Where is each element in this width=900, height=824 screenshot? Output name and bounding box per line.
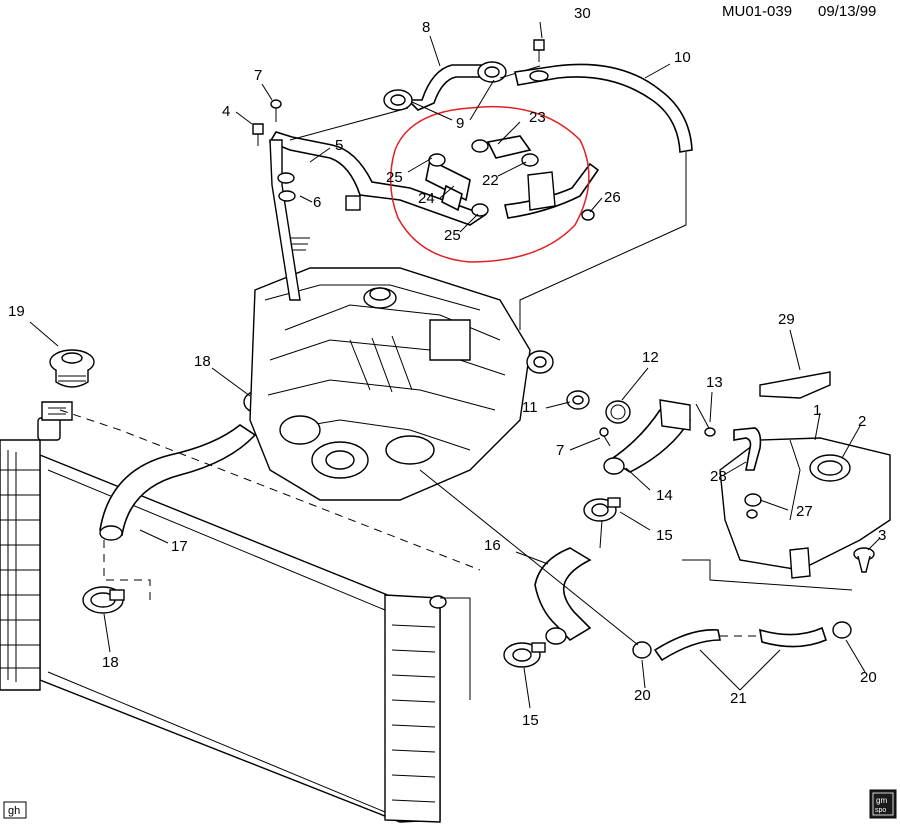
callout-16: 16: [484, 537, 501, 554]
callout-7-lower: 7: [556, 442, 564, 459]
callout-18-upper: 18: [194, 353, 211, 370]
callout-29: 29: [778, 311, 795, 328]
callout-13: 13: [706, 374, 723, 391]
thermostat: [566, 390, 590, 410]
callout-7-upper: 7: [254, 67, 262, 84]
logo-gm-text: gm: [876, 796, 887, 805]
hose-clamp-20-left: [632, 641, 652, 659]
overflow-hose-section-left: [653, 629, 721, 662]
callout-9: 9: [456, 115, 464, 132]
callout-20-right: 20: [860, 669, 877, 686]
bolt-7-lower: [599, 427, 611, 447]
callout-26: 26: [604, 189, 621, 206]
hose-clamp-15-upper: [583, 497, 621, 522]
callout-17: 17: [171, 538, 188, 555]
callout-23: 23: [529, 109, 546, 126]
callout-27: 27: [796, 503, 813, 520]
radiator-right-tank-ribs: [391, 624, 436, 803]
hose-clamp-9-left: [383, 89, 413, 111]
callout-4: 4: [222, 103, 230, 120]
callout-12: 12: [642, 349, 659, 366]
callout-2: 2: [858, 413, 866, 430]
callout-18-lower: 18: [102, 654, 119, 671]
callout-21: 21: [730, 690, 747, 707]
callout-8: 8: [422, 19, 430, 36]
water-outlet-housing: [603, 399, 692, 475]
highlighted-hose-subassembly: [425, 135, 600, 221]
callout-15-lower: 15: [522, 712, 539, 729]
callout-30: 30: [574, 5, 591, 22]
svg-text:gh: gh: [8, 805, 20, 817]
hose-clamp-9-right: [477, 61, 507, 83]
pipe-stand-tube: [269, 139, 301, 301]
radiator-left-tank-ribs: [0, 469, 40, 669]
lower-radiator-hose: [99, 424, 257, 536]
red-highlight-outline: [389, 105, 590, 263]
callout-28: 28: [710, 468, 727, 485]
diagram-date: 09/13/99: [818, 3, 876, 20]
hose-clamp-20-right: [832, 621, 852, 639]
callout-5: 5: [335, 137, 343, 154]
leader-lines: [29, 21, 881, 709]
label-29: [759, 371, 831, 399]
callout-25-upper: 25: [386, 169, 403, 186]
diagram-ref-code: MU01-039: [722, 3, 792, 20]
push-pin-3: [853, 547, 875, 573]
callout-10: 10: [674, 49, 691, 66]
heater-hose-8: [406, 64, 487, 111]
overflow-hose-section-right: [759, 626, 827, 648]
callout-3: 3: [878, 527, 886, 544]
callout-14: 14: [656, 487, 673, 504]
hose-clamp-15-lower: [503, 642, 546, 668]
radiator-cap: [49, 349, 95, 388]
hose-clamp-lower-left: [82, 586, 125, 614]
callout-numbers: 30 8 10 7 4 9 23 5 25 22 24 26 6 25 19 2…: [8, 5, 886, 729]
engine-block: [249, 267, 554, 501]
callout-6: 6: [313, 194, 321, 211]
logo-spo-text: spo: [875, 807, 886, 814]
callout-1: 1: [813, 402, 821, 419]
callout-25-lower: 25: [444, 227, 461, 244]
callout-20-left: 20: [634, 687, 651, 704]
coolant-reservoir: [719, 437, 891, 579]
heater-hose-10: [514, 63, 693, 153]
radiator-filler-neck: [41, 401, 73, 421]
thermostat-seal: [605, 400, 631, 424]
radiator: [0, 417, 447, 823]
reservoir-vent-tube: [733, 427, 762, 471]
callout-24: 24: [418, 190, 435, 207]
callout-22: 22: [482, 172, 499, 189]
bolt-30: [529, 39, 549, 82]
callout-15-upper: 15: [656, 527, 673, 544]
upper-radiator-hose: [534, 547, 592, 642]
bolt-4: [252, 123, 264, 146]
gmspo-logo: gm spo: [869, 789, 897, 819]
bolt-13: [695, 403, 716, 437]
callout-11: 11: [522, 399, 538, 416]
bolt-7-upper: [270, 99, 282, 122]
footer-tag-gh: gh: [3, 801, 27, 819]
callout-19: 19: [8, 303, 25, 320]
